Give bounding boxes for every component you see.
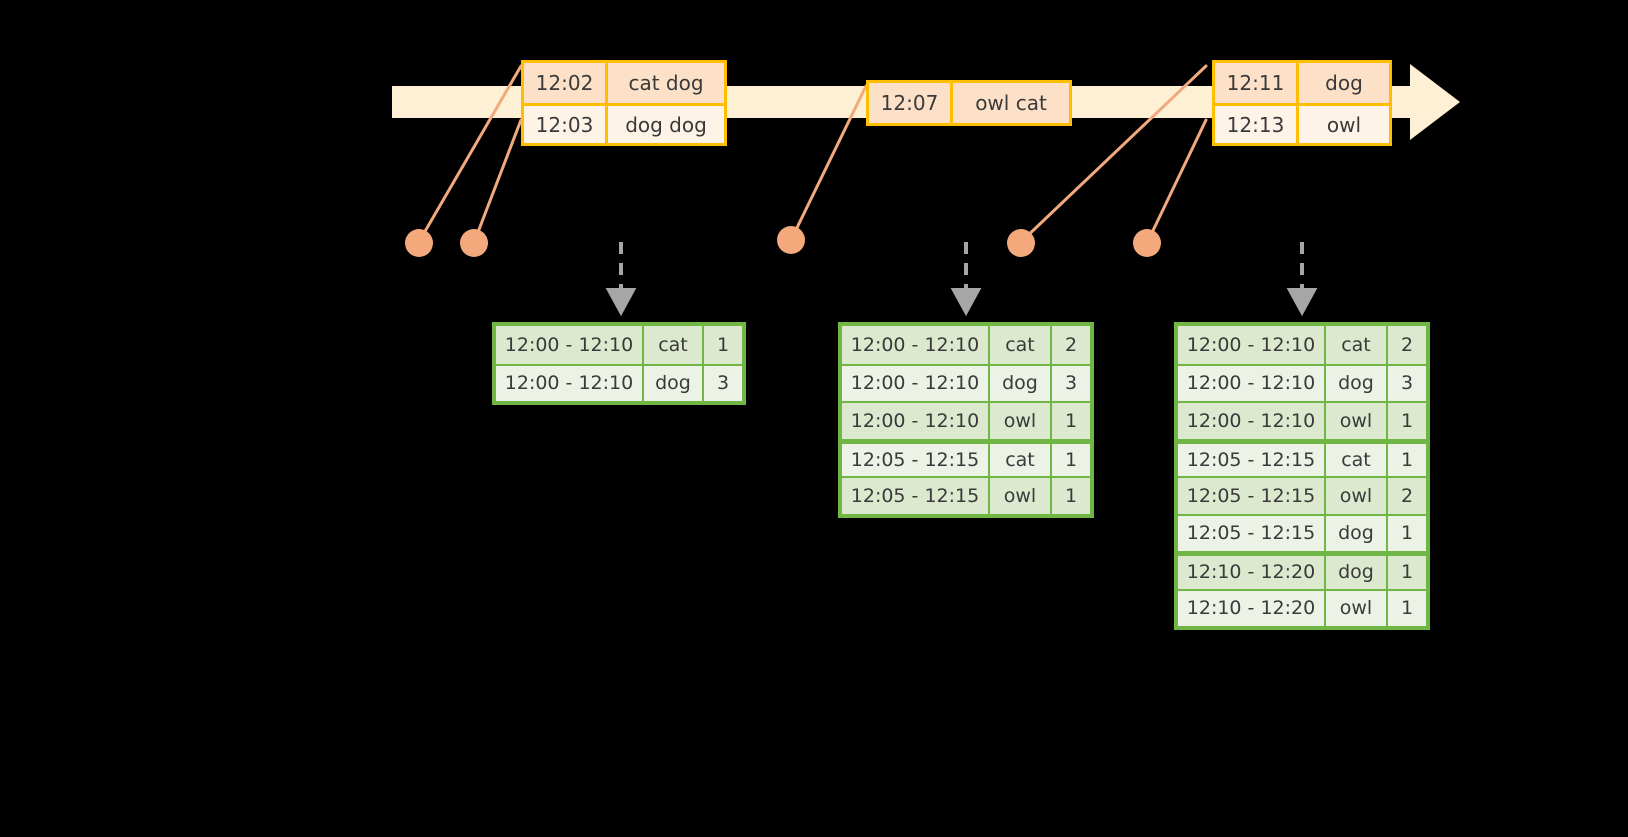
cell-window: 12:00 - 12:10 (1178, 365, 1326, 401)
connector-lines (418, 64, 1208, 243)
event-time: 12:03 (524, 106, 608, 143)
cell-word: dog (1326, 515, 1388, 551)
cell-count: 1 (1388, 556, 1426, 589)
cell-window: 12:00 - 12:10 (1178, 326, 1326, 364)
event-dots (405, 226, 1161, 257)
cell-count: 2 (1388, 326, 1426, 364)
cell-window: 12:00 - 12:10 (496, 326, 644, 364)
cell-count: 1 (1052, 403, 1090, 439)
cell-count: 3 (704, 365, 742, 401)
cell-word: cat (990, 326, 1052, 364)
cell-count: 3 (1388, 365, 1426, 401)
cell-word: owl (990, 478, 1052, 514)
event-words: dog dog (625, 112, 707, 137)
cell-count: 1 (704, 326, 742, 364)
cell-word: cat (1326, 443, 1388, 476)
emit-arrows (605, 242, 1318, 317)
event-row[interactable]: 12:13 owl (1215, 103, 1389, 143)
cell-word: owl (1326, 478, 1388, 514)
cell-word: dog (1326, 365, 1388, 401)
cell-count: 2 (1388, 478, 1426, 514)
cell-word: cat (644, 326, 704, 364)
cell-count: 1 (1388, 443, 1426, 476)
cell-count: 1 (1388, 403, 1426, 439)
cell-count: 1 (1388, 590, 1426, 626)
cell-window: 12:05 - 12:15 (1178, 478, 1326, 514)
cell-count: 1 (1388, 515, 1426, 551)
emit-arrow-1 (605, 242, 637, 317)
event-group-3[interactable]: 12:11 dog 12:13 owl (1212, 60, 1392, 146)
cell-window: 12:00 - 12:10 (842, 403, 990, 439)
cell-count: 1 (1052, 478, 1090, 514)
event-words: owl (1326, 112, 1362, 137)
event-group-1[interactable]: 12:02 cat dog 12:03 dog dog (521, 60, 727, 146)
event-dot-4 (1007, 229, 1035, 257)
event-time: 12:07 (869, 83, 953, 123)
event-words: cat dog (628, 71, 704, 95)
event-row[interactable]: 12:03 dog dog (524, 103, 724, 143)
event-words: dog (1325, 71, 1363, 95)
cell-window: 12:10 - 12:20 (1178, 590, 1326, 626)
cell-word: owl (1326, 403, 1388, 439)
cell-word: owl (1326, 590, 1388, 626)
event-row[interactable]: 12:07 owl cat (869, 83, 1069, 123)
cell-window: 12:10 - 12:20 (1178, 556, 1326, 589)
cell-word: dog (644, 365, 704, 401)
cell-window: 12:05 - 12:15 (842, 478, 990, 514)
emit-arrow-2 (950, 242, 982, 317)
cell-window: 12:05 - 12:15 (1178, 515, 1326, 551)
cell-word: dog (990, 365, 1052, 401)
emit-arrow-3 (1286, 242, 1318, 317)
event-dot-1 (405, 229, 433, 257)
event-time: 12:13 (1215, 106, 1299, 143)
event-time: 12:11 (1215, 63, 1299, 103)
cell-window: 12:00 - 12:10 (842, 326, 990, 364)
event-row[interactable]: 12:02 cat dog (524, 63, 724, 103)
event-time: 12:02 (524, 63, 608, 103)
cell-word: cat (990, 443, 1052, 476)
cell-word: cat (1326, 326, 1388, 364)
cell-window: 12:00 - 12:10 (1178, 403, 1326, 439)
event-group-2[interactable]: 12:07 owl cat (866, 80, 1072, 126)
cell-window: 12:00 - 12:10 (842, 365, 990, 401)
cell-count: 3 (1052, 365, 1090, 401)
cell-window: 12:05 - 12:15 (1178, 443, 1326, 476)
event-words: owl cat (975, 91, 1047, 115)
cell-count: 1 (1052, 443, 1090, 476)
event-dot-3 (777, 226, 805, 254)
event-dot-2 (460, 229, 488, 257)
cell-word: dog (1326, 556, 1388, 589)
event-dot-5 (1133, 229, 1161, 257)
cell-count: 2 (1052, 326, 1090, 364)
event-row[interactable]: 12:11 dog (1215, 63, 1389, 103)
cell-window: 12:05 - 12:15 (842, 443, 990, 476)
cell-window: 12:00 - 12:10 (496, 365, 644, 401)
cell-word: owl (990, 403, 1052, 439)
